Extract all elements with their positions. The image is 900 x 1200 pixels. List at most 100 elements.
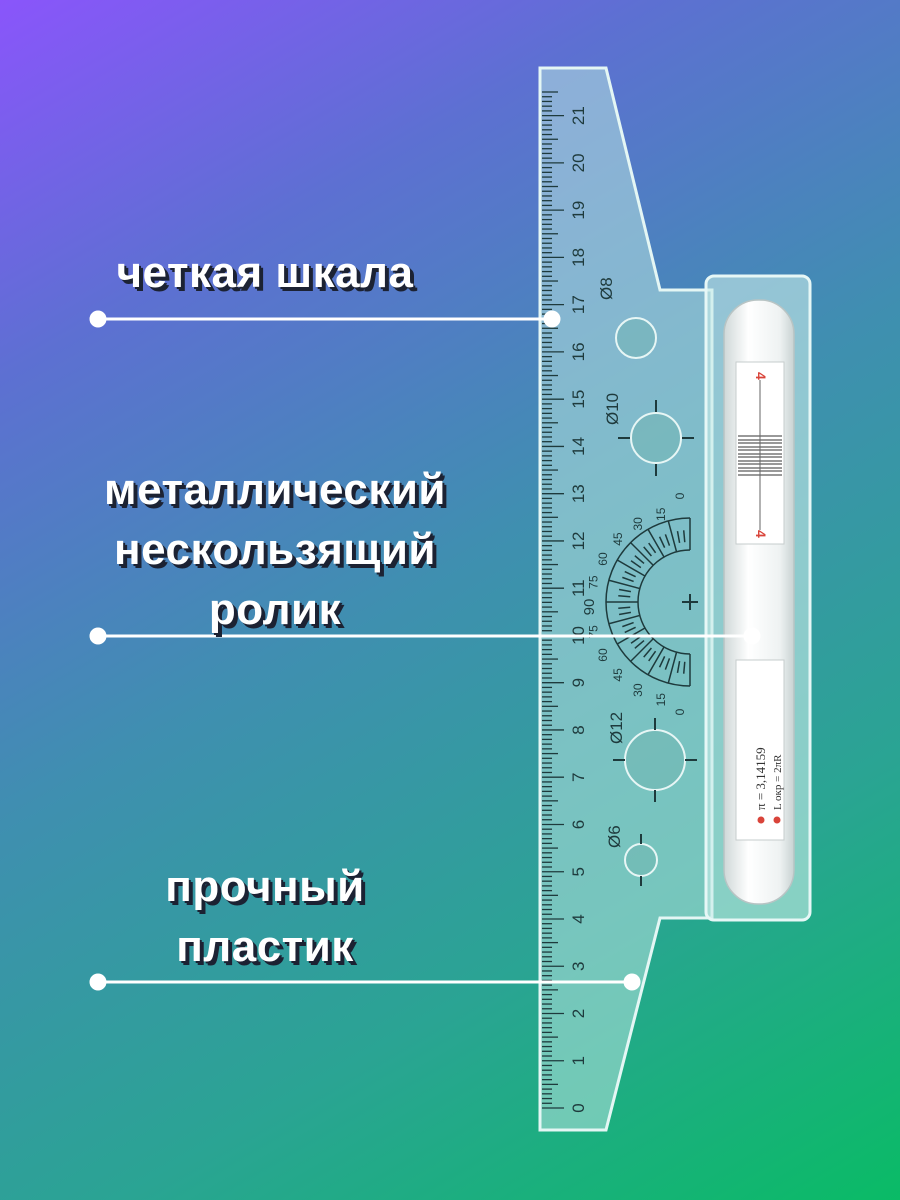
ruler-cm-number: 20 [569,153,588,172]
protractor-tick [682,661,686,674]
roller-number-bottom: 4 [753,530,769,538]
ruler-cm-number: 9 [569,678,588,687]
protractor-tick [664,658,671,670]
ruler-body [538,66,714,1132]
callout-clear-scale: четкая шкала [60,243,470,303]
ruler-cm-number: 4 [569,914,588,923]
protractor-tick [608,579,640,590]
protractor-tick [618,588,632,593]
hole-crosshairs [613,400,697,886]
protractor-tick [682,530,686,543]
ruler-cm-number: 21 [569,106,588,125]
callout-text: пластик [176,922,354,971]
circle-labels: Ø8 Ø10 Ø12 Ø6 [597,277,626,848]
ruler-cm-number: 7 [569,772,588,781]
protractor-tick [630,542,654,566]
ruler-cm-number: 8 [569,725,588,734]
pointer-dot-roller-left [89,627,107,645]
circle-label-12: Ø12 [607,712,626,744]
pointer-dot-roller-right [743,627,761,645]
protractor-tick [618,611,632,616]
protractor-tick [658,656,666,668]
protractor-tick [658,536,666,548]
protractor-tick [634,639,645,649]
ruler-cm-number: 14 [569,437,588,456]
protractor-tick [667,520,678,552]
protractor-number: 30 [631,683,645,697]
protractor-tick [622,621,634,628]
protractor-tick [630,635,642,644]
protractor-tick [647,646,665,676]
protractor-tick [618,606,631,610]
protractor-zero: 0 [673,708,687,715]
ruler-cm-number: 1 [569,1056,588,1065]
protractor-number: 15 [654,693,668,707]
pointer-lines [89,310,761,991]
ruler-holes [615,317,686,877]
ruler-cm-number: 5 [569,867,588,876]
protractor-number: 90 [581,599,598,616]
protractor-tick [624,626,636,634]
ruler-cm-number: 19 [569,201,588,220]
protractor-tick [664,534,671,546]
callout-durable-plastic: прочный пластик [60,857,470,977]
roller-pi-dot [757,816,765,824]
roller-formula-dot [773,816,781,824]
protractor-tick [616,559,646,577]
protractor-tick [618,594,631,598]
callout-text: нескользящий [114,525,436,574]
ruler-cm-number: 12 [569,531,588,550]
protractor-tick [643,546,653,557]
protractor-tick [608,614,640,625]
hole-8 [615,317,657,359]
pointer-dot-plastic-left [89,973,107,991]
pointer-dot-scale-right [543,310,561,328]
protractor-zero: 0 [673,492,687,499]
ruler-cm-number: 16 [569,342,588,361]
protractor-tick [676,530,681,544]
protractor-number: 30 [631,517,645,531]
protractor-tick [647,528,665,558]
hole-10 [630,412,682,464]
protractor-tick [622,576,634,583]
protractor-tick [643,647,653,658]
ruler-cm-number: 11 [569,579,588,597]
ruler-cm-number: 15 [569,390,588,409]
ruler-cm-number: 18 [569,248,588,267]
circle-label-6: Ø6 [605,825,624,848]
protractor-tick [667,652,678,684]
callout-text: прочный [165,862,365,911]
ruler-cm-number: 2 [569,1009,588,1018]
protractor-tick [648,542,657,554]
protractor-tick [634,555,645,565]
ruler-cm-number: 0 [569,1103,588,1112]
roller-pi-text: π = 3,14159 [753,747,768,810]
protractor-number: 45 [611,668,625,682]
circle-label-10: Ø10 [603,393,622,425]
protractor-number: 45 [611,532,625,546]
protractor-tick [676,660,681,674]
ruler-cm-number: 3 [569,961,588,970]
protractor-ticks [606,518,691,686]
callout-text: ролик [208,585,342,634]
protractor-tick [630,638,654,662]
protractor-number: 75 [586,575,600,589]
roller-barcode [738,380,782,530]
protractor-number: 15 [654,507,668,521]
callout-text: металлический [104,465,446,514]
ruler-cm-number: 6 [569,820,588,829]
hole-6 [624,843,658,877]
hole-12 [624,729,686,791]
roller-formula-text: L окр = 2πR [772,754,784,810]
protractor-tick [648,650,657,662]
circle-label-8: Ø8 [597,277,616,300]
roller-pi-label [735,659,785,841]
pointer-dot-scale-left [89,310,107,328]
pointer-dot-plastic-right [623,973,641,991]
callout-metal-roller: металлический нескользящий ролик [70,460,480,640]
callout-text: четкая шкала [116,248,414,297]
ruler-cm-number: 17 [569,295,588,314]
